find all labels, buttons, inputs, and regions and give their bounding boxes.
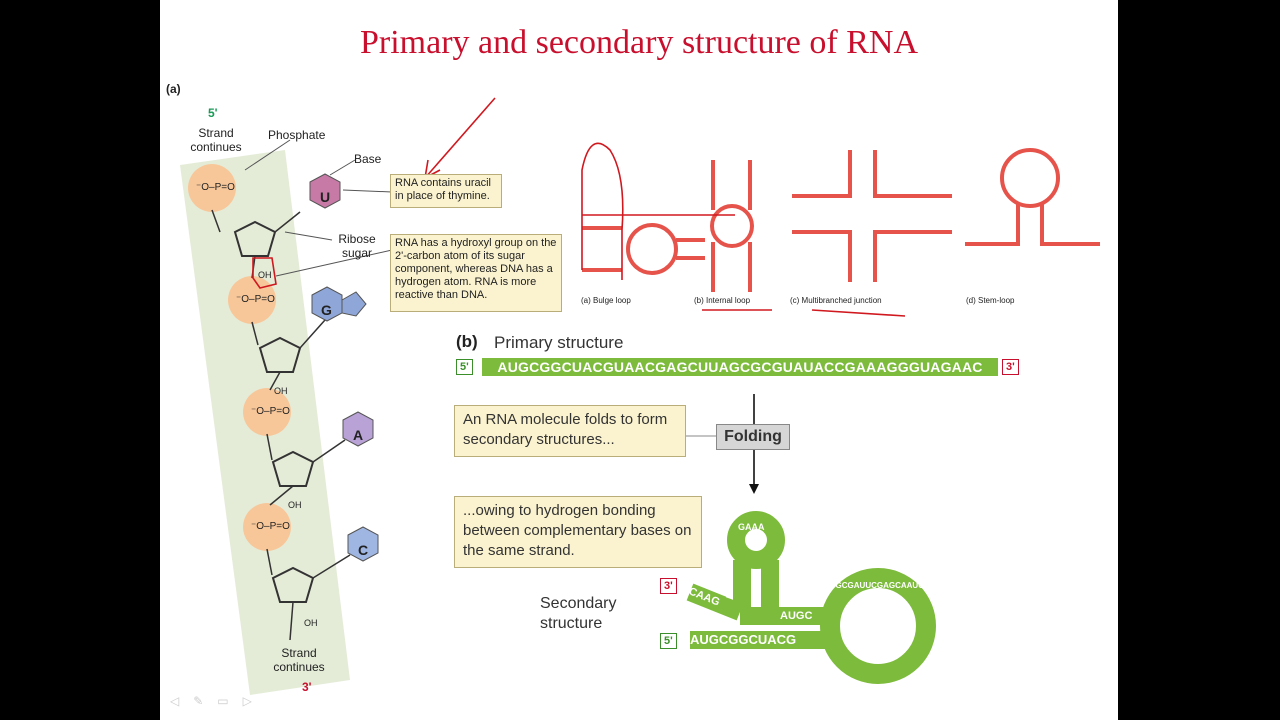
forward-icon[interactable]: ▷ — [242, 694, 266, 708]
phosphate-text: ⁻O–P=O — [251, 406, 290, 417]
ss-internal-loop: GCGAUUCGAGCAAUG — [835, 581, 925, 590]
phosphate-labels: ⁻O–P=O ⁻O–P=O ⁻O–P=O ⁻O–P=O — [196, 182, 290, 532]
stem-loop-caption: (d) Stem-loop — [966, 296, 1015, 305]
primary-sequence: AUGCGGCUACGUAACGAGCUUAGCGCGUAUACCGAAAGGG… — [482, 358, 998, 376]
base-label: Base — [354, 152, 382, 166]
ribose-ring — [258, 336, 302, 373]
internal-stem-bottom — [711, 242, 752, 292]
base-g-ring2 — [341, 291, 367, 317]
ribose-ring — [271, 450, 315, 487]
ss-bottom-strand: AUGCGGCUACG — [690, 632, 797, 647]
pen-icon[interactable]: ✎ — [193, 694, 218, 708]
phosphate-circle — [228, 276, 276, 324]
stemloop-head — [1000, 148, 1060, 208]
base-leader — [329, 159, 356, 176]
base-c-ring — [347, 526, 379, 562]
ss-stem-strand-2: UACC — [752, 570, 764, 600]
base-c-letter: C — [358, 542, 369, 558]
ribose-sugar-label: Ribose sugar — [338, 232, 376, 260]
bulge-circle — [626, 223, 678, 275]
hand-loop-annotation — [581, 142, 624, 280]
internal-stem-top — [711, 160, 752, 210]
slide-title: Primary and secondary structure of RNA — [359, 24, 918, 61]
bulge-stem — [582, 226, 622, 272]
oh-label: OH — [258, 270, 272, 280]
base-u-ring — [309, 173, 341, 209]
slide: Primary and secondary structure of RNA ⁻… — [160, 0, 1118, 720]
uracil-leader — [342, 189, 393, 193]
base-a-ring — [342, 411, 374, 447]
three-prime-label: 3' — [302, 680, 312, 694]
rna-chemical-structure: ⁻O–P=O ⁻O–P=O ⁻O–P=O ⁻O–P=O — [180, 97, 496, 695]
bonding-callout: ...owing to hydrogen bonding between com… — [454, 496, 702, 568]
stemloop-stem — [965, 204, 1100, 246]
internal-loop-circle — [710, 204, 754, 248]
multi-top — [792, 150, 952, 198]
fold-callout: An RNA molecule folds to form secondary … — [454, 405, 686, 457]
ss-five-prime-tag: 5' — [660, 633, 677, 649]
red-arrow-annotation — [424, 97, 496, 179]
ribose-ring — [233, 220, 277, 257]
slideshow-controls[interactable]: ◁✎▭▷ — [170, 694, 266, 708]
backbone-bonds — [211, 209, 351, 641]
multibranched-caption: (c) Multibranched junction — [790, 296, 882, 305]
oh-label: OH — [274, 386, 288, 396]
panel-a-label: (a) — [166, 82, 181, 96]
panel-b-label: (b) — [456, 332, 478, 351]
hydroxyl-leader — [275, 249, 393, 277]
secondary-structure-label: Secondary structure — [540, 595, 617, 632]
primary-structure-heading: Primary structure — [494, 333, 624, 352]
hydroxyl-callout: RNA has a hydroxyl group on the 2'-carbo… — [390, 234, 562, 312]
base-g-letter: G — [321, 302, 332, 318]
oh-label: OH — [288, 500, 302, 510]
ss-stem-strand-1: AUGG — [725, 570, 736, 600]
ribose-ring — [271, 566, 315, 603]
folding-label: Folding — [716, 424, 790, 450]
five-prime-tag: 5' — [456, 359, 473, 375]
strand-continues-bottom: Strand continues — [273, 646, 325, 674]
bulge-stem2 — [676, 238, 705, 260]
secondary-structure-diagram — [686, 511, 936, 684]
phosphate-text: ⁻O–P=O — [236, 294, 275, 305]
bulge-loop-caption: (a) Bulge loop — [581, 296, 631, 305]
base-a-letter: A — [353, 427, 364, 443]
strand-continues-top: Strand continues — [190, 126, 242, 154]
uracil-callout: RNA contains uracil in place of thymine. — [390, 174, 502, 208]
secondary-loop-diagrams — [581, 142, 1100, 317]
phosphate-leader — [244, 139, 291, 171]
ss-mid-strand: AUGC — [780, 610, 813, 622]
phosphate-circle — [188, 164, 236, 212]
phosphate-text: ⁻O–P=O — [196, 182, 235, 193]
phosphate-groups — [188, 164, 291, 551]
phosphate-label: Phosphate — [268, 128, 326, 142]
three-prime-tag: 3' — [1002, 359, 1019, 375]
loop-annotations — [581, 142, 906, 317]
five-prime-label: 5' — [208, 106, 218, 120]
base-u-letter: U — [320, 189, 331, 205]
ss-hairpin-loop: GAAA — [738, 522, 765, 532]
multi-bottom — [792, 230, 952, 282]
oh-label: OH — [304, 618, 318, 628]
multi-underline — [811, 309, 906, 317]
menu-icon[interactable]: ▭ — [217, 694, 243, 708]
ribose-leader — [284, 231, 333, 241]
pointer-icon[interactable]: ◁ — [170, 694, 194, 708]
oh-circle-annotation — [252, 257, 277, 289]
ribose-rings — [233, 220, 315, 603]
phosphate-text: ⁻O–P=O — [251, 521, 290, 532]
phosphate-circle — [243, 388, 291, 436]
internal-loop-caption: (b) Internal loop — [694, 296, 751, 305]
ss-three-prime-tag: 3' — [660, 578, 677, 594]
phosphate-circle — [243, 503, 291, 551]
